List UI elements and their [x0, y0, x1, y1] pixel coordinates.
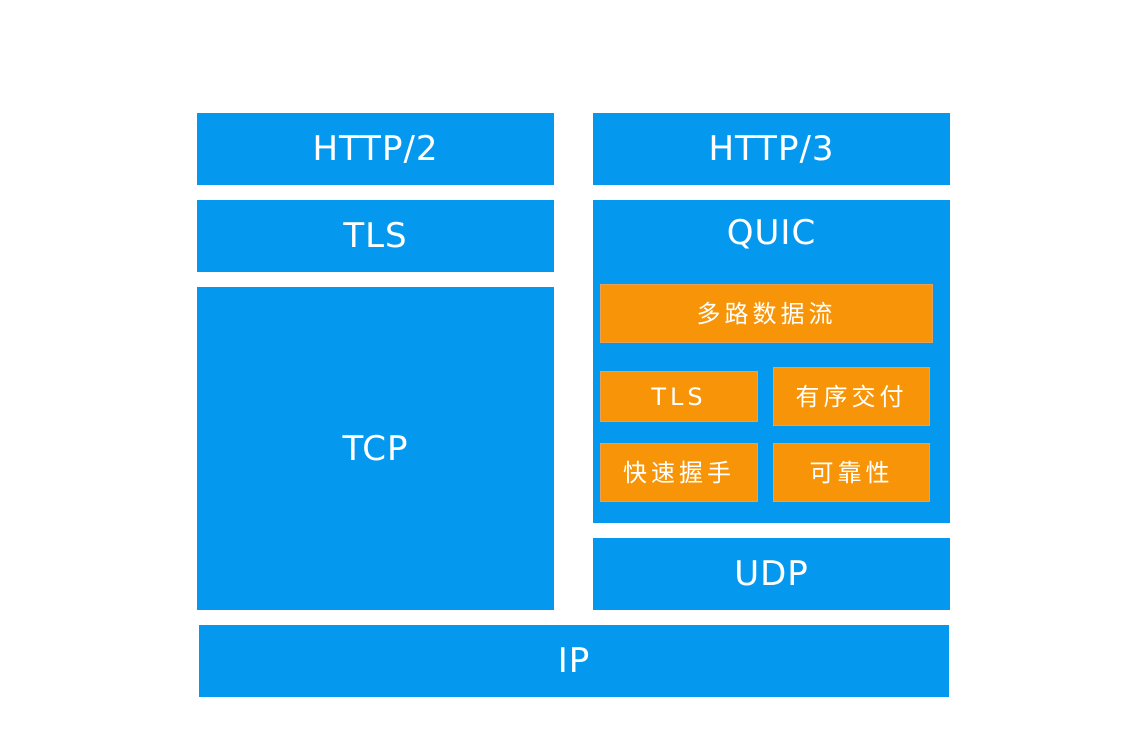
- feature-tls-label: TLS: [651, 382, 707, 411]
- tls-layer-left: TLS: [197, 200, 554, 272]
- feature-ordered-delivery: 有序交付: [773, 367, 930, 426]
- http3-layer: HTTP/3: [593, 113, 950, 185]
- feature-reliability: 可靠性: [773, 443, 930, 502]
- ip-label: IP: [557, 641, 591, 681]
- feature-ordered-delivery-label: 有序交付: [795, 382, 908, 411]
- feature-tls: TLS: [600, 371, 758, 422]
- tcp-layer: TCP: [197, 287, 554, 610]
- quic-label: QUIC: [726, 213, 817, 253]
- feature-multiplexed-streams-label: 多路数据流: [696, 299, 837, 328]
- feature-fast-handshake-label: 快速握手: [623, 458, 735, 487]
- http3-label: HTTP/3: [708, 129, 835, 169]
- feature-multiplexed-streams: 多路数据流: [600, 284, 933, 343]
- tls-left-label: TLS: [343, 216, 408, 256]
- tcp-label: TCP: [342, 428, 409, 469]
- udp-label: UDP: [734, 554, 809, 594]
- udp-layer: UDP: [593, 538, 950, 610]
- ip-layer: IP: [199, 625, 949, 697]
- feature-reliability-label: 可靠性: [809, 458, 894, 487]
- http2-layer: HTTP/2: [197, 113, 554, 185]
- feature-fast-handshake: 快速握手: [600, 443, 758, 502]
- http2-label: HTTP/2: [312, 129, 439, 169]
